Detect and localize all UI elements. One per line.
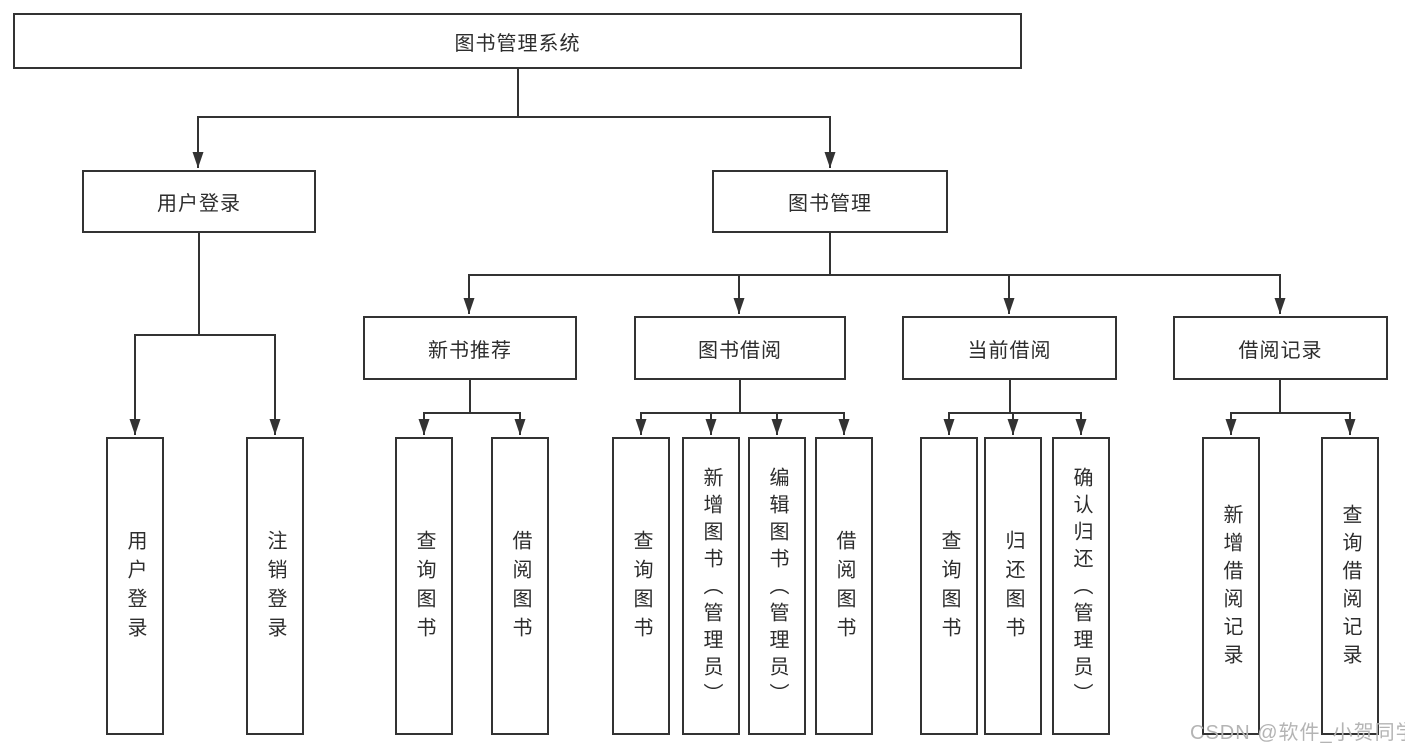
node-borrowing-records: 借阅记录 (1173, 316, 1388, 380)
connector-book-borrowing-branch (635, 379, 850, 435)
connector-root-to-level2 (192, 69, 836, 168)
node-leaf-user-login: 用户登录 (106, 437, 164, 735)
watermark: CSDN @软件_小贺同学 (1190, 722, 1405, 744)
connector-current-borrowing-branch (943, 379, 1087, 435)
node-leaf-edit-books-admin: 编辑图书（管理员） (748, 437, 806, 735)
node-leaf-logout: 注销登录 (246, 437, 304, 735)
node-leaf-add-borrow-record: 新增借阅记录 (1202, 437, 1260, 735)
node-book-management: 图书管理 (712, 170, 948, 233)
node-leaf-borrow-books: 借阅图书 (491, 437, 549, 735)
connector-borrowing-records-branch (1225, 379, 1356, 435)
node-leaf-return-books: 归还图书 (984, 437, 1042, 735)
node-new-book-recommend: 新书推荐 (363, 316, 577, 380)
node-root: 图书管理系统 (13, 13, 1022, 69)
node-leaf-borrow-books: 借阅图书 (815, 437, 873, 735)
node-user-login: 用户登录 (82, 170, 316, 233)
node-leaf-query-books: 查询图书 (612, 437, 670, 735)
node-leaf-confirm-return-admin: 确认归还（管理员） (1052, 437, 1110, 735)
node-leaf-query-books: 查询图书 (920, 437, 978, 735)
node-leaf-add-books-admin: 新增图书（管理员） (682, 437, 740, 735)
connector-book-management-branch (463, 231, 1286, 314)
node-book-borrowing: 图书借阅 (634, 316, 846, 380)
node-leaf-query-books: 查询图书 (395, 437, 453, 735)
connector-new-book-recommend-branch (418, 379, 526, 435)
node-leaf-query-borrow-record: 查询借阅记录 (1321, 437, 1379, 735)
node-current-borrowing: 当前借阅 (902, 316, 1117, 380)
connector-user-login-branch (129, 231, 281, 435)
